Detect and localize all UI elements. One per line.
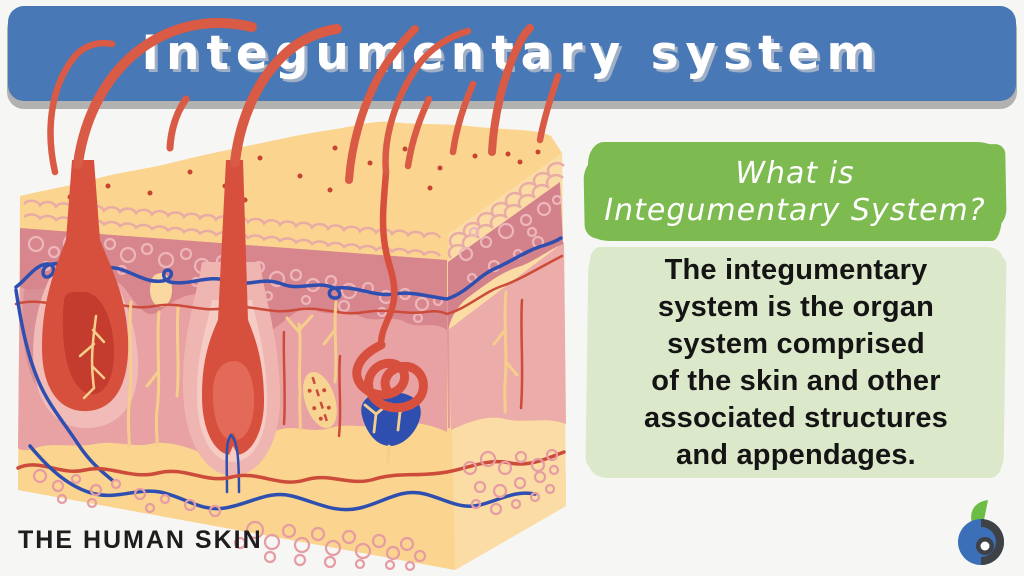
sweat-coil bbox=[352, 340, 428, 413]
sebaceous-gland bbox=[303, 372, 337, 428]
definition-box: The integumentary system is the organ sy… bbox=[590, 247, 1002, 478]
descending-vein bbox=[14, 288, 114, 482]
definition-line: system comprised bbox=[667, 327, 925, 360]
definition-line: system is the organ bbox=[657, 290, 935, 323]
logo-swirl bbox=[981, 519, 1004, 565]
fat-cells bbox=[32, 448, 560, 572]
papilla-vessel-blue bbox=[225, 433, 241, 494]
dermis-side bbox=[448, 242, 566, 430]
logo-center-dot bbox=[980, 541, 990, 551]
sweat-gland bbox=[352, 168, 428, 413]
nerve-fibers bbox=[126, 290, 519, 448]
illustration-caption: THE HUMAN SKIN bbox=[18, 526, 263, 554]
artery-branch-2 bbox=[337, 354, 342, 438]
epidermis-side bbox=[448, 182, 563, 330]
definition-line: of the skin and other bbox=[651, 364, 941, 397]
hair-strand bbox=[166, 95, 190, 152]
definition-line: associated structures bbox=[644, 401, 948, 434]
hair-strand bbox=[488, 24, 534, 156]
sweat-duct bbox=[377, 168, 398, 349]
definition-line: The integumentary bbox=[664, 253, 928, 286]
definition-line: and appendages. bbox=[676, 438, 916, 471]
face-fold-line bbox=[446, 299, 450, 429]
hypodermis-vein bbox=[28, 444, 537, 512]
question-line-2: Integumentary System? bbox=[604, 192, 986, 228]
hair-strand bbox=[73, 18, 257, 169]
hair-strand bbox=[536, 72, 562, 144]
title-banner: Integumentary system bbox=[8, 6, 1016, 101]
question-label: What is Integumentary System? bbox=[588, 142, 1002, 241]
hair-strand bbox=[449, 80, 477, 156]
artery-branch-1 bbox=[282, 330, 286, 426]
hair-strand bbox=[47, 40, 116, 176]
hair-strand bbox=[404, 95, 433, 170]
hair-strands bbox=[47, 18, 562, 184]
question-line-1: What is bbox=[735, 155, 855, 191]
left-follicle-core bbox=[62, 291, 114, 395]
hair-strand bbox=[230, 24, 342, 167]
human-skin-illustration bbox=[14, 18, 566, 572]
biology-online-logo bbox=[958, 500, 1004, 565]
middle-follicle-core bbox=[212, 360, 255, 440]
artery-branch-side bbox=[519, 298, 524, 410]
upper-vein-blue bbox=[14, 236, 563, 301]
left-follicle-capillaries bbox=[78, 314, 106, 400]
hair-follicles bbox=[42, 160, 265, 494]
hair-strand bbox=[345, 25, 419, 184]
hair-strand bbox=[382, 27, 472, 176]
